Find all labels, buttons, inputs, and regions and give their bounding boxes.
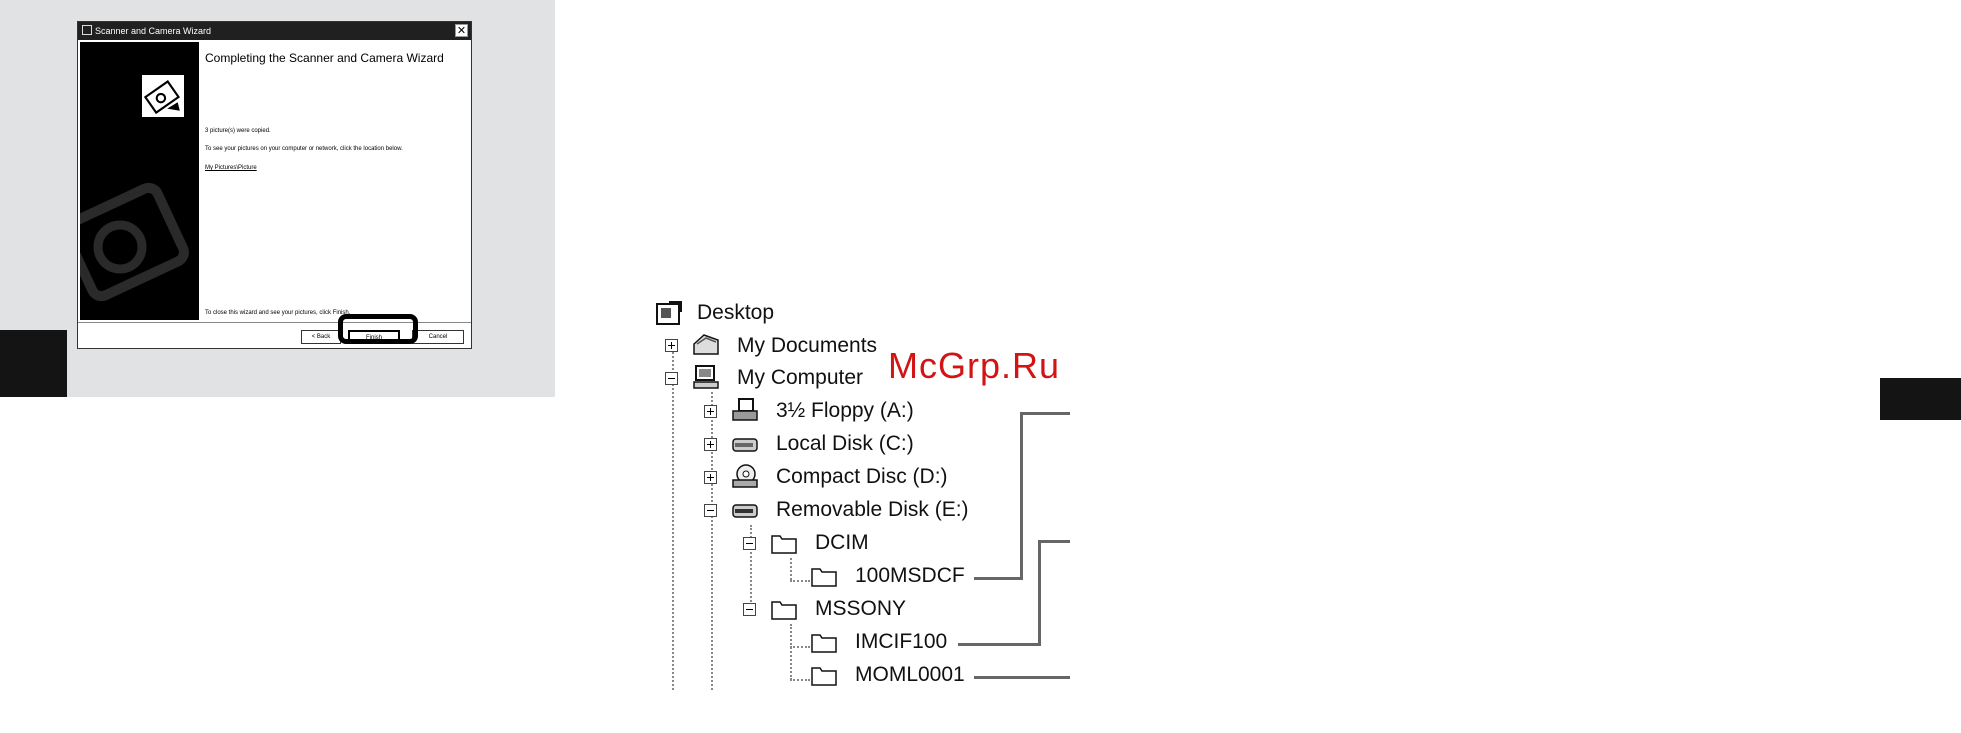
wizard-titlebar: Scanner and Camera Wizard ✕ — [78, 22, 471, 40]
tree-line — [790, 624, 792, 680]
tree-item-removable-disk[interactable]: Removable Disk (E:) — [776, 498, 969, 521]
wizard-title: Scanner and Camera Wizard — [95, 26, 212, 36]
tree-line — [750, 525, 752, 613]
expand-local-disk[interactable] — [704, 438, 717, 451]
folder-icon — [771, 601, 797, 620]
collapse-mssony[interactable] — [743, 603, 756, 616]
wizard-side-banner — [80, 42, 199, 320]
copied-message: 3 picture(s) were copied. — [205, 128, 271, 134]
tree-line — [790, 646, 810, 648]
tree-line — [790, 580, 810, 582]
tree-item-mssony[interactable]: MSSONY — [815, 597, 907, 620]
camera-icon — [82, 25, 92, 35]
callout-line — [1020, 412, 1070, 415]
tree-line — [672, 340, 674, 690]
pictures-location-link[interactable]: My Pictures\Picture — [205, 165, 257, 171]
hard-disk-icon — [732, 438, 758, 452]
folder-icon — [811, 568, 837, 587]
expand-floppy[interactable] — [704, 405, 717, 418]
back-button[interactable]: < Back — [301, 330, 341, 344]
close-instruction: To close this wizard and see your pictur… — [205, 310, 351, 316]
desktop-icon — [656, 301, 682, 325]
section-tab-right — [1880, 378, 1961, 420]
camera-wizard-icon — [140, 73, 186, 119]
instruction-text: To see your pictures on your computer or… — [205, 146, 403, 152]
expand-compact-disc[interactable] — [704, 471, 717, 484]
tree-line — [790, 558, 792, 580]
callout-line — [958, 643, 1040, 646]
tree-line — [711, 392, 713, 690]
collapse-my-computer[interactable] — [665, 372, 678, 385]
callout-line — [1020, 412, 1023, 580]
watermark-text: McGrp.Ru — [888, 345, 1061, 386]
callout-line — [974, 577, 1022, 580]
finish-highlight-frame — [338, 314, 418, 344]
cancel-button[interactable]: Cancel — [412, 330, 464, 344]
tree-line — [790, 679, 810, 681]
cd-drive-icon — [732, 464, 758, 488]
floppy-drive-icon — [732, 398, 758, 421]
section-tab-left — [0, 330, 67, 397]
folder-icon — [771, 535, 797, 554]
tree-item-desktop[interactable]: Desktop — [697, 301, 775, 324]
tree-item-local-disk[interactable]: Local Disk (C:) — [776, 432, 914, 455]
callout-line — [1038, 540, 1070, 543]
tree-item-100msdcf[interactable]: 100MSDCF — [855, 564, 965, 587]
expand-my-documents[interactable] — [665, 339, 678, 352]
tree-item-floppy[interactable]: 3½ Floppy (A:) — [776, 399, 914, 422]
collapse-removable-disk[interactable] — [704, 504, 717, 517]
wizard-heading: Completing the Scanner and Camera Wizard — [205, 51, 444, 65]
removable-disk-icon — [732, 504, 758, 518]
tree-item-compact-disc[interactable]: Compact Disc (D:) — [776, 465, 948, 488]
close-button[interactable]: ✕ — [455, 24, 468, 37]
folder-icon — [811, 634, 837, 653]
camera-watermark-icon — [80, 182, 189, 302]
callout-line — [1038, 540, 1041, 646]
my-documents-icon — [693, 334, 719, 355]
tree-item-my-documents[interactable]: My Documents — [737, 334, 878, 357]
tree-item-moml0001[interactable]: MOML0001 — [855, 663, 965, 686]
tree-item-my-computer[interactable]: My Computer — [737, 366, 864, 389]
my-computer-icon — [693, 365, 719, 389]
tree-item-dcim[interactable]: DCIM — [815, 531, 869, 554]
tree-item-imcif100[interactable]: IMCIF100 — [855, 630, 948, 653]
scanner-camera-wizard-window: Scanner and Camera Wizard ✕ Completing t… — [77, 21, 472, 349]
folder-icon — [811, 667, 837, 686]
collapse-dcim[interactable] — [743, 537, 756, 550]
wizard-content: Completing the Scanner and Camera Wizard… — [205, 44, 467, 318]
callout-line — [974, 676, 1070, 679]
